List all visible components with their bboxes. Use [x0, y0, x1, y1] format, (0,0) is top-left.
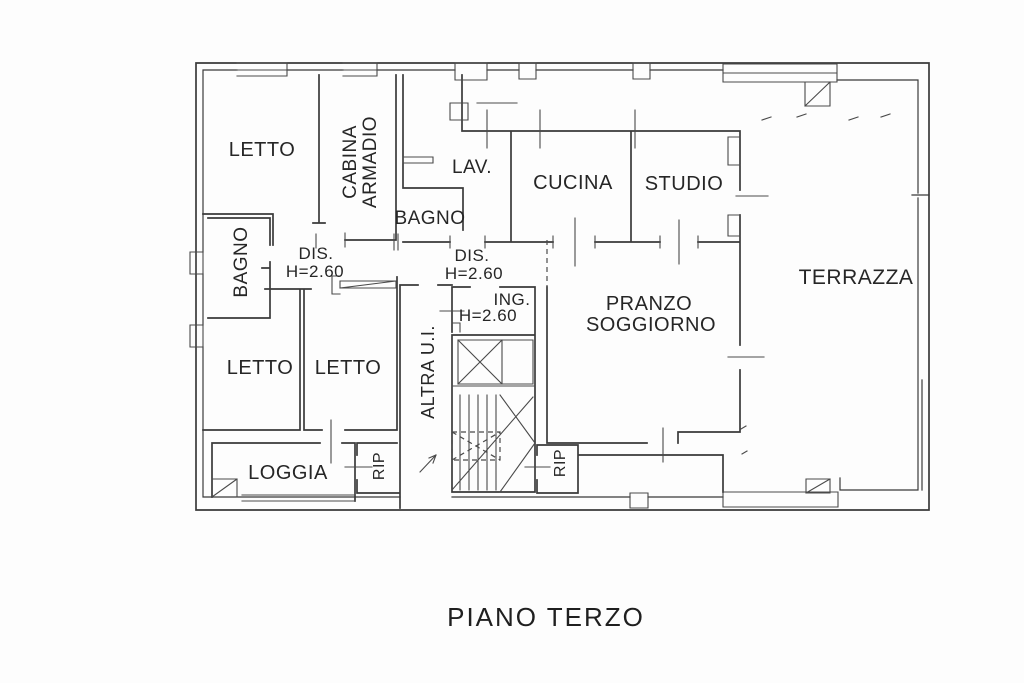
room-label-bagno-left: BAGNO: [231, 226, 252, 297]
sliding-door: [331, 275, 397, 295]
room-label-bagno-left-group: BAGNO: [231, 226, 252, 297]
room-label-letto-bottom-mid: LETTO: [315, 357, 382, 379]
outer-wall: [195, 62, 930, 511]
room-label-altra-ui: ALTRA U.I.: [418, 325, 438, 419]
room-label-rip-right: RIP: [552, 449, 569, 477]
room-label-pranzo-line2: SOGGIORNO: [586, 314, 716, 336]
room-label-ing: ING.: [494, 290, 531, 309]
room-label-cabina-armadio: CABINA ARMADIO: [340, 116, 381, 208]
room-label-lav: LAV.: [452, 157, 492, 178]
windows-and-details: [189, 62, 839, 509]
room-label-rip-left-group: RIP: [371, 452, 388, 480]
interior-walls: [202, 74, 741, 509]
stairs-and-elevator: [419, 339, 536, 493]
room-label-terrazza: TERRAZZA: [799, 266, 914, 289]
door-ticks: [315, 109, 769, 468]
room-label-ing-height: H=2.60: [459, 306, 517, 325]
dashed-lines: [451, 240, 548, 461]
room-label-loggia: LOGGIA: [248, 462, 328, 484]
room-label-cucina: CUCINA: [533, 172, 613, 194]
room-label-dis-right-height: H=2.60: [445, 264, 503, 283]
perimeter-inner-wall: [202, 69, 930, 498]
room-label-rip-left: RIP: [371, 452, 388, 480]
room-label-dis-right: DIS.: [454, 246, 489, 265]
room-label-letto-top: LETTO: [229, 139, 296, 161]
plan-title: PIANO TERZO: [447, 602, 645, 632]
room-label-pranzo-line1: PRANZO: [606, 293, 692, 315]
room-label-cabina-line1: CABINA: [340, 125, 361, 199]
room-label-dis-left-height: H=2.60: [286, 262, 344, 281]
room-label-dis-left: DIS.: [298, 244, 333, 263]
room-label-rip-right-group: RIP: [552, 449, 569, 477]
terrace-marks: [740, 113, 891, 455]
room-label-cabina-line2: ARMADIO: [360, 116, 381, 208]
room-label-studio: STUDIO: [645, 173, 724, 195]
room-label-letto-bottom-left: LETTO: [227, 357, 294, 379]
room-label-bagno-top: BAGNO: [394, 208, 465, 229]
room-label-altra-ui-group: ALTRA U.I.: [418, 325, 438, 419]
